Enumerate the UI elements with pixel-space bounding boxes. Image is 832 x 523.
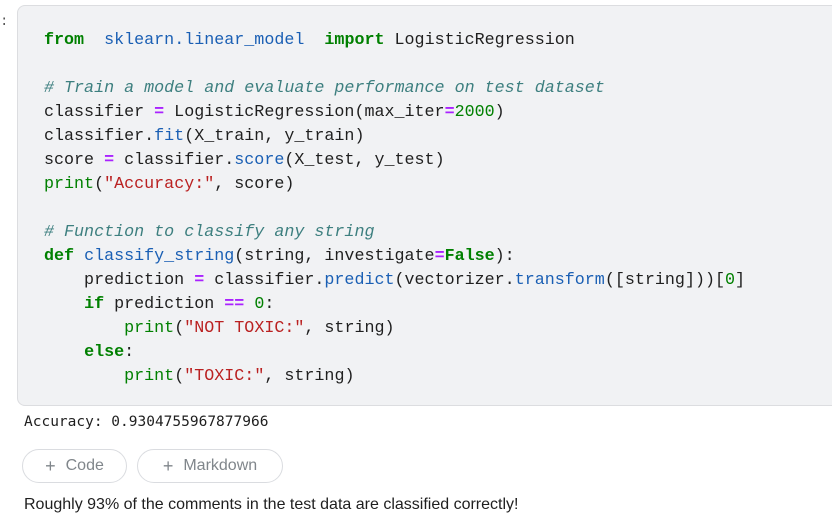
code-token: transform (514, 271, 605, 290)
code-token: LogisticRegression(max_iter (164, 103, 445, 122)
add-code-label: Code (65, 457, 104, 474)
code-cell[interactable]: from sklearn.linear_model import Logisti… (17, 5, 832, 406)
code-token (74, 247, 84, 266)
code-token: (X_test, y_test) (284, 151, 445, 170)
code-token: print (124, 367, 175, 386)
markdown-cell-text: Roughly 93% of the comments in the test … (24, 496, 519, 513)
code-line (44, 197, 745, 221)
code-token: print (44, 175, 95, 194)
code-token: 2000 (454, 103, 495, 122)
code-token: (string, investigate (234, 247, 435, 266)
code-token: score (234, 151, 285, 170)
code-line: if prediction == 0: (44, 293, 745, 317)
code-token: ([string]))[ (604, 271, 725, 290)
code-token: classify_string (84, 247, 235, 266)
code-token: classifier. (114, 151, 235, 170)
add-markdown-button[interactable]: + Markdown (137, 449, 283, 483)
code-token: classifier. (204, 271, 325, 290)
code-token: , string) (264, 367, 355, 386)
code-token: # Train a model and evaluate performance… (44, 79, 605, 98)
code-token (44, 367, 124, 386)
code-line: from sklearn.linear_model import Logisti… (44, 29, 745, 53)
code-line: print("NOT TOXIC:", string) (44, 317, 745, 341)
code-token: "NOT TOXIC:" (184, 319, 305, 338)
code-token: classifier. (44, 127, 155, 146)
code-line: classifier = LogisticRegression(max_iter… (44, 101, 745, 125)
cell-output: Accuracy: 0.9304755967877966 (24, 414, 269, 430)
code-token: = (154, 103, 165, 122)
code-token: ( (174, 367, 185, 386)
code-token: def (44, 247, 75, 266)
code-line: print("TOXIC:", string) (44, 365, 745, 389)
code-token: # Function to classify any string (44, 223, 375, 242)
code-token: predict (324, 271, 395, 290)
code-line: classifier.fit(X_train, y_train) (44, 125, 745, 149)
code-token (44, 295, 84, 314)
code-token: ( (174, 319, 185, 338)
code-line: def classify_string(string, investigate=… (44, 245, 745, 269)
code-line: else: (44, 341, 745, 365)
add-code-button[interactable]: + Code (22, 449, 127, 483)
code-line: print("Accuracy:", score) (44, 173, 745, 197)
code-line: # Train a model and evaluate performance… (44, 77, 745, 101)
code-editor[interactable]: from sklearn.linear_model import Logisti… (44, 29, 745, 389)
code-token: == (224, 295, 245, 314)
code-token: score (44, 151, 105, 170)
add-markdown-label: Markdown (183, 457, 258, 474)
code-token: "Accuracy:" (104, 175, 215, 194)
code-token: sklearn.linear_model (104, 31, 305, 50)
code-token: prediction (44, 271, 195, 290)
code-token: 0 (254, 295, 265, 314)
code-token: 0 (725, 271, 736, 290)
plus-icon: + (45, 455, 56, 476)
plus-icon: + (162, 455, 174, 476)
code-token: , string) (304, 319, 395, 338)
code-line (44, 53, 745, 77)
code-line: prediction = classifier.predict(vectoriz… (44, 269, 745, 293)
code-token: = (194, 271, 205, 290)
code-token: = (434, 247, 445, 266)
code-token: ): (494, 247, 515, 266)
code-token (244, 295, 254, 314)
code-token: import (324, 31, 385, 50)
code-token: : (264, 295, 275, 314)
code-token (304, 31, 324, 50)
code-token: from (44, 31, 85, 50)
code-token: classifier (44, 103, 155, 122)
code-token: = (104, 151, 115, 170)
code-token (44, 343, 84, 362)
code-token: (X_train, y_train) (184, 127, 365, 146)
code-token: ] (735, 271, 746, 290)
code-token: "TOXIC:" (184, 367, 265, 386)
code-token: if (84, 295, 105, 314)
code-token: : (124, 343, 135, 362)
code-line: score = classifier.score(X_test, y_test) (44, 149, 745, 173)
code-token: prediction (104, 295, 225, 314)
code-token: False (444, 247, 495, 266)
code-token: fit (154, 127, 185, 146)
code-token (44, 319, 124, 338)
code-token: = (444, 103, 455, 122)
code-token (84, 31, 104, 50)
code-token: , score) (214, 175, 295, 194)
code-token: ) (494, 103, 505, 122)
code-token: LogisticRegression (384, 31, 575, 50)
code-token: (vectorizer. (394, 271, 515, 290)
code-token: ( (94, 175, 105, 194)
code-token: else (84, 343, 125, 362)
code-token: print (124, 319, 175, 338)
code-line: # Function to classify any string (44, 221, 745, 245)
cell-prompt: : (0, 14, 9, 30)
